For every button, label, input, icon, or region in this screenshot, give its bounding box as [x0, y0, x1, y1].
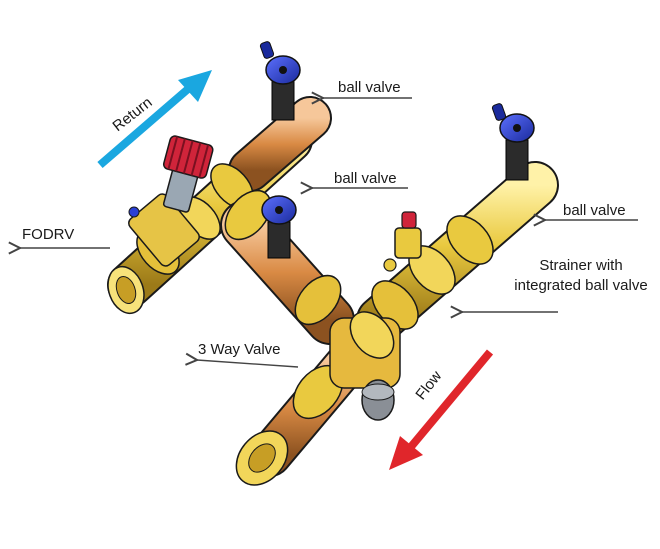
ball-valve-middle: [261, 195, 297, 259]
return-arrow: [97, 70, 212, 169]
three-way-valve-body: [235, 311, 401, 486]
return-branch: [107, 96, 332, 315]
label-ball-valve-top: ball valve: [338, 79, 401, 96]
ball-valve-top: [259, 41, 301, 121]
flow-arrow: [389, 349, 494, 470]
label-fodrv: FODRV: [22, 226, 75, 243]
ball-valve-right: [491, 103, 535, 181]
label-ball-valve-right: ball valve: [563, 202, 626, 219]
label-strainer: Strainer with integrated ball valve: [506, 256, 656, 296]
label-three-way-valve: 3 Way Valve: [198, 341, 281, 358]
supply-branch: [356, 161, 559, 344]
leader-three-way: [197, 360, 299, 368]
label-ball-valve-mid: ball valve: [334, 170, 397, 187]
label-strainer-line2: integrated ball valve: [514, 277, 648, 294]
leader-lines: [20, 98, 638, 368]
center-riser: [220, 189, 355, 345]
label-strainer-line1: Strainer with: [539, 257, 623, 274]
